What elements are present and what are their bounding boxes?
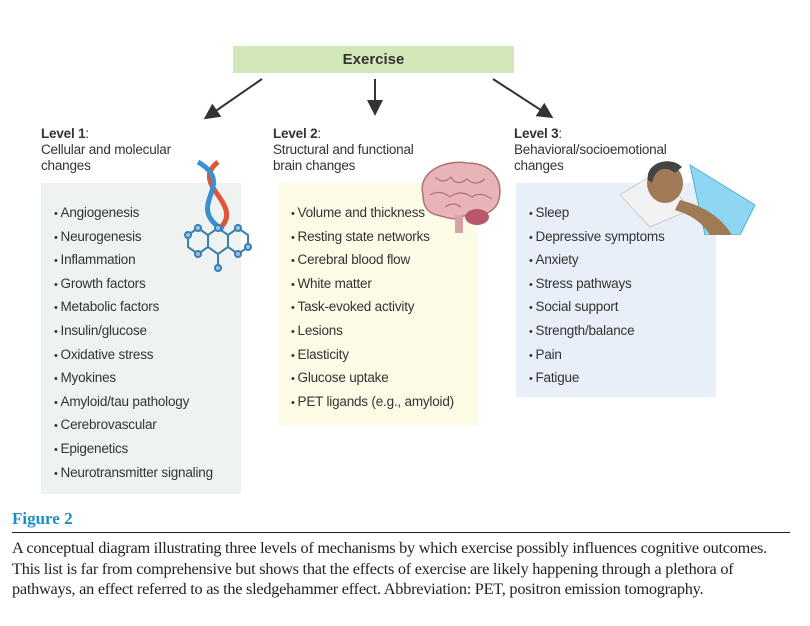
list-item: Insulin/glucose [54, 322, 241, 346]
list-item: Neurotransmitter signaling [54, 464, 241, 488]
list-item: Cerebral blood flow [291, 251, 478, 275]
list-item: Metabolic factors [54, 298, 241, 322]
list-item: Task-evoked activity [291, 298, 478, 322]
dna-molecule-icon [184, 160, 252, 272]
list-item: Stress pathways [529, 275, 716, 299]
list-item: Glucose uptake [291, 369, 478, 393]
list-item: White matter [291, 275, 478, 299]
exercise-label: Exercise [342, 51, 405, 68]
list-item: Anxiety [529, 251, 716, 275]
list-item: Strength/balance [529, 322, 716, 346]
list-item: Depressive symptoms [529, 228, 716, 252]
list-item: Inflammation [54, 251, 241, 275]
list-item: Myokines [54, 369, 241, 393]
arrows [203, 78, 554, 120]
list-item: Sleep [529, 204, 716, 228]
list-item: Resting state networks [291, 228, 478, 252]
level-3-header: Level 3:Behavioral/socioemotional change… [514, 126, 667, 173]
list-item: Lesions [291, 322, 478, 346]
divider [12, 532, 790, 533]
list-item: Pain [529, 346, 716, 370]
arrow-level-3 [492, 78, 554, 119]
sleeping-person-icon [620, 161, 755, 235]
level-1-header: Level 1:Cellular and molecular changes [41, 126, 171, 173]
list-item: Fatigue [529, 369, 716, 393]
brain-icon [421, 161, 501, 233]
level-2-box: Volume and thicknessResting state networ… [278, 183, 478, 425]
level-2-header: Level 2:Structural and functional brain … [273, 126, 414, 173]
list-item: Elasticity [291, 346, 478, 370]
arrow-level-1 [203, 78, 263, 120]
list-item: Cerebrovascular [54, 416, 241, 440]
exercise-box: Exercise [233, 46, 514, 73]
list-item: Oxidative stress [54, 346, 241, 370]
figure-label: Figure 2 [12, 509, 73, 528]
list-item: Volume and thickness [291, 204, 478, 228]
figure-caption: A conceptual diagram illustrating three … [12, 538, 767, 599]
list-item: Amyloid/tau pathology [54, 393, 241, 417]
level-3-box: SleepDepressive symptomsAnxietyStress pa… [516, 183, 716, 397]
list-item: Epigenetics [54, 440, 241, 464]
list-item: Neurogenesis [54, 228, 241, 252]
list-item: PET ligands (e.g., amyloid) [291, 393, 478, 417]
list-item: Angiogenesis [54, 204, 241, 228]
list-item: Growth factors [54, 275, 241, 299]
list-item: Social support [529, 298, 716, 322]
